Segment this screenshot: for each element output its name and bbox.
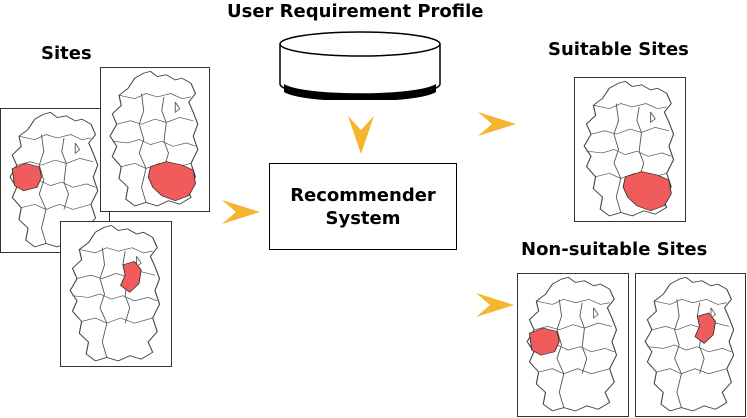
arrow-to-suitable-icon	[478, 112, 516, 136]
recommender-system-box: Recommender System	[269, 163, 457, 250]
nonsuitable-map-saxony-anhalt	[635, 273, 746, 417]
diagram-title: User Requirement Profile	[227, 1, 484, 22]
sites-label: Sites	[41, 43, 92, 64]
arrow-db-to-recommender-icon	[348, 116, 374, 154]
suitable-map-bavaria	[574, 77, 686, 222]
nonsuitable-sites-label: Non-suitable Sites	[521, 239, 708, 260]
arrow-sites-to-recommender-icon	[222, 200, 260, 224]
recommender-label-line1: Recommender	[290, 184, 436, 206]
site-map-bavaria	[100, 67, 210, 212]
site-map-saxony-anhalt	[60, 221, 172, 367]
database-icon	[279, 31, 441, 100]
suitable-sites-label: Suitable Sites	[548, 39, 689, 60]
nonsuitable-map-nrw	[517, 273, 629, 417]
arrow-to-nonsuitable-icon	[476, 293, 514, 317]
recommender-label-line2: System	[325, 207, 401, 229]
